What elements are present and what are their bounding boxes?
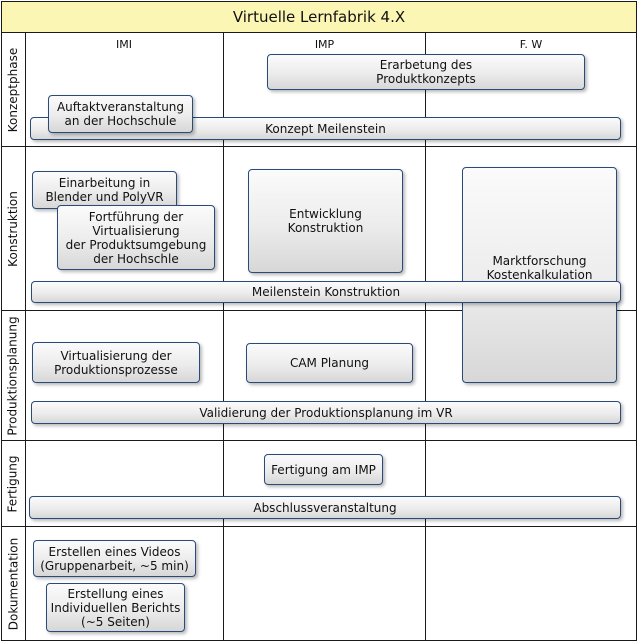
box-marktforschung: Marktforschung Kostenkalkulation Prozess… <box>462 167 617 383</box>
box-fortfuehrung-virtualisierung: Fortführung der Virtualisierung der Prod… <box>57 205 215 270</box>
box-abschlussveranstaltung: Abschlussveranstaltung <box>29 496 621 519</box>
box-entwicklung-konstruktion: Entwicklung Konstruktion <box>248 169 403 273</box>
box-erarbeitung-produktkonzept: Erarbetung des Produktkonzepts <box>267 54 585 90</box>
row-label-fertigung: Fertigung <box>6 454 21 513</box>
diagram-title: Virtuelle Lernfabrik 4.X <box>2 2 636 33</box>
grid-line-column-1 <box>223 33 224 640</box>
grid-line-row-1 <box>2 146 636 147</box>
box-virtualisierung-produktionsprozesse: Virtualisierung der Produktionsprozesse <box>32 342 200 383</box>
box-validierung-produktionsplanung: Validierung der Produktionsplanung im VR <box>31 401 621 424</box>
grid-line-label-column <box>25 33 26 640</box>
box-meilenstein-konstruktion: Meilenstein Konstruktion <box>31 281 621 303</box>
box-fertigung-imp: Fertigung am IMP <box>264 454 383 485</box>
grid-line-row-3 <box>2 440 636 441</box>
row-label-konstruktion: Konstruktion <box>6 190 20 267</box>
box-erstellung-bericht: Erstellung eines Individuellen Berichts … <box>46 583 185 632</box>
grid-line-row-2 <box>2 310 636 311</box>
box-auftaktveranstaltung: Auftaktveranstaltung an der Hochschule <box>48 95 193 133</box>
row-label-konzeptphase: Konzeptphase <box>6 47 20 132</box>
column-header-imp: IMP <box>314 38 335 51</box>
grid-line-column-2 <box>425 33 426 640</box>
grid-line-row-4 <box>2 526 636 527</box>
box-einarbeitung-blender: Einarbeitung in Blender und PolyVR <box>32 171 177 209</box>
box-cam-planung: CAM Planung <box>246 343 413 383</box>
box-erstellen-video: Erstellen eines Videos (Gruppenarbeit, ~… <box>33 540 196 577</box>
column-header-fw: F. W <box>519 38 543 51</box>
row-label-produktionsplanung: Produktionsplanung <box>6 315 20 436</box>
row-label-dokumentation: Dokumentation <box>6 537 20 630</box>
column-header-imi: IMI <box>116 38 132 51</box>
